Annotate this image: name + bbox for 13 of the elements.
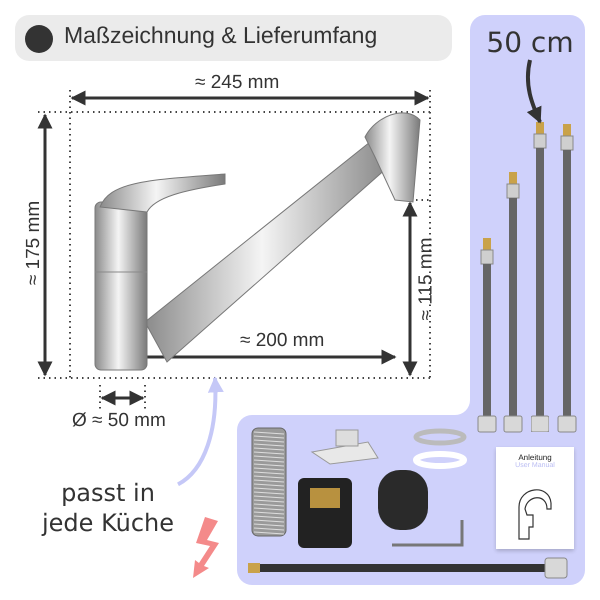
dimension-label: ≈ 115 mm <box>415 238 438 320</box>
dimension-label: ≈ 175 mm <box>23 200 46 286</box>
dimension-label: ≈ 200 mm <box>240 330 324 352</box>
arrow <box>526 60 542 124</box>
measurement-note: 50 cm <box>482 26 578 60</box>
arrow <box>176 376 224 486</box>
manual-booklet <box>496 447 574 549</box>
dimension-label: Ø ≈ 50 mm <box>72 410 166 432</box>
title: Maßzeichnung & Lieferumfang <box>64 22 378 49</box>
dimension-label: ≈ 245 mm <box>195 72 280 94</box>
booklet-title: Anleitung <box>517 453 552 462</box>
handwritten-note: passt in jede Küche <box>38 478 178 542</box>
hose-drawing <box>531 122 549 432</box>
